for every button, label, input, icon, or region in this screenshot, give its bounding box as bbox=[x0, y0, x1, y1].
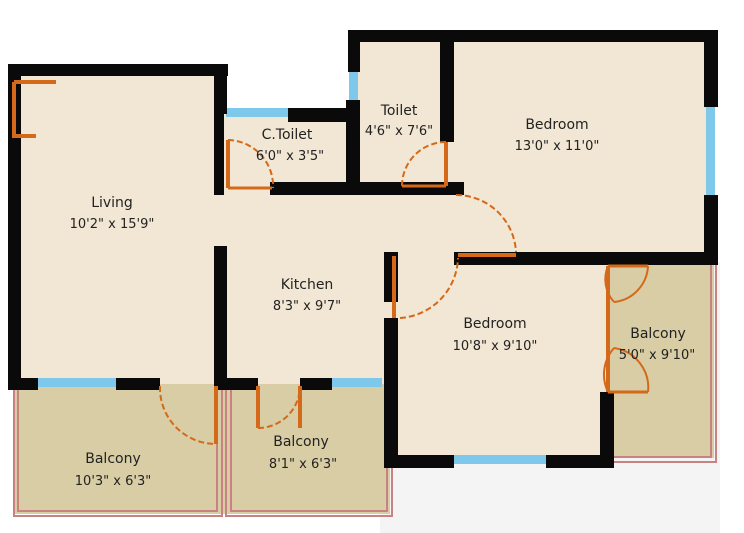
balcony-right-floor bbox=[608, 262, 714, 458]
wall-bedroom2-right-lower bbox=[600, 392, 614, 468]
ctoilet-size: 6'0" x 3'5" bbox=[256, 149, 324, 164]
wall-living-bottom-mid bbox=[116, 378, 160, 390]
balcony-right-name: Balcony bbox=[630, 326, 686, 342]
door-balcony-right-arc1 bbox=[604, 265, 615, 303]
door-balcony-right-arc2 bbox=[613, 265, 649, 303]
wall-kitchen-bottom-right bbox=[300, 378, 332, 390]
wall-top bbox=[348, 30, 718, 42]
wall-bedroom1-right-upper bbox=[704, 30, 718, 107]
windows bbox=[38, 70, 715, 464]
door-balcony-mid-swing bbox=[257, 385, 301, 429]
wall-living-top bbox=[8, 64, 228, 76]
ctoilet-floor bbox=[220, 110, 352, 190]
railing-balcony-left bbox=[13, 384, 223, 517]
kitchen-name: Kitchen bbox=[281, 277, 334, 293]
balcony-left-size: 10'3" x 6'3" bbox=[75, 474, 151, 489]
walls bbox=[8, 30, 718, 468]
balcony-mid-floor bbox=[222, 384, 390, 514]
window-living bbox=[38, 378, 118, 387]
balcony-left-floor bbox=[14, 384, 222, 514]
room-floors bbox=[14, 36, 714, 514]
wall-bedroom1-right-lower bbox=[704, 195, 718, 265]
outside-area-bottom bbox=[380, 458, 720, 533]
window-kitchen bbox=[330, 378, 382, 387]
window-bedroom1 bbox=[706, 105, 715, 195]
wall-bedroom1-bottom bbox=[454, 252, 718, 265]
bedroom2-size: 10'8" x 9'10" bbox=[453, 339, 538, 354]
bedroom2-floor bbox=[390, 255, 610, 461]
bedroom1-floor bbox=[450, 36, 714, 258]
bedroom2-name: Bedroom bbox=[463, 316, 526, 332]
door-balcony-right-arc3 bbox=[603, 347, 615, 393]
wall-bedroom2-bottom-right bbox=[546, 455, 614, 468]
wall-living-bottom-left bbox=[8, 378, 38, 390]
wall-ctoilet-top bbox=[288, 108, 354, 122]
wall-living-left bbox=[8, 64, 21, 390]
railing-balcony-right-inner bbox=[612, 262, 712, 458]
wall-toilet-right bbox=[440, 30, 454, 142]
wall-living-right-upper bbox=[214, 64, 227, 114]
railing-balcony-right bbox=[612, 262, 717, 463]
balcony-mid-size: 8'1" x 6'3" bbox=[269, 457, 337, 472]
balcony-right-size: 5'0" x 9'10" bbox=[619, 348, 695, 363]
door-balcony-right-arc4 bbox=[613, 347, 650, 393]
bedroom1-size: 13'0" x 11'0" bbox=[515, 139, 600, 154]
door-bedroom1-swing bbox=[455, 193, 517, 253]
wall-living-kitchen bbox=[214, 246, 227, 388]
doors bbox=[12, 80, 650, 445]
window-ctoilet bbox=[226, 108, 288, 117]
wall-bedroom2-left-lower bbox=[384, 318, 398, 468]
wall-toilet-left-upper bbox=[348, 30, 360, 72]
living-name: Living bbox=[91, 195, 133, 211]
window-bedroom2 bbox=[452, 455, 548, 464]
door-bedroom2-swing bbox=[399, 257, 459, 319]
wall-ctoilet-bottom bbox=[270, 182, 464, 195]
window-toilet bbox=[349, 70, 358, 108]
door-ctoilet-swing bbox=[227, 139, 275, 189]
door-balcony-left-swing bbox=[158, 385, 217, 445]
wall-kitchen-bottom-left bbox=[214, 378, 258, 390]
toilet-size: 4'6" x 7'6" bbox=[365, 124, 433, 139]
toilet-floor bbox=[352, 36, 450, 186]
wall-ctoilet-left bbox=[214, 110, 224, 195]
living-size: 10'2" x 15'9" bbox=[70, 217, 155, 232]
railing-balcony-left-inner bbox=[17, 384, 218, 512]
balcony-mid-name: Balcony bbox=[273, 434, 329, 450]
living-floor bbox=[14, 70, 226, 384]
wall-bedroom2-bottom-left bbox=[384, 455, 454, 468]
room-labels: Living 10'2" x 15'9" C.Toilet 6'0" x 3'5… bbox=[70, 103, 696, 489]
toilet-name: Toilet bbox=[380, 103, 418, 119]
bedroom1-name: Bedroom bbox=[525, 117, 588, 133]
kitchen-size: 8'3" x 9'7" bbox=[273, 299, 341, 314]
wall-ctoilet-right bbox=[346, 100, 360, 190]
door-entry-frame bbox=[12, 82, 36, 138]
balcony-left-name: Balcony bbox=[85, 451, 141, 467]
ctoilet-name: C.Toilet bbox=[262, 127, 313, 143]
